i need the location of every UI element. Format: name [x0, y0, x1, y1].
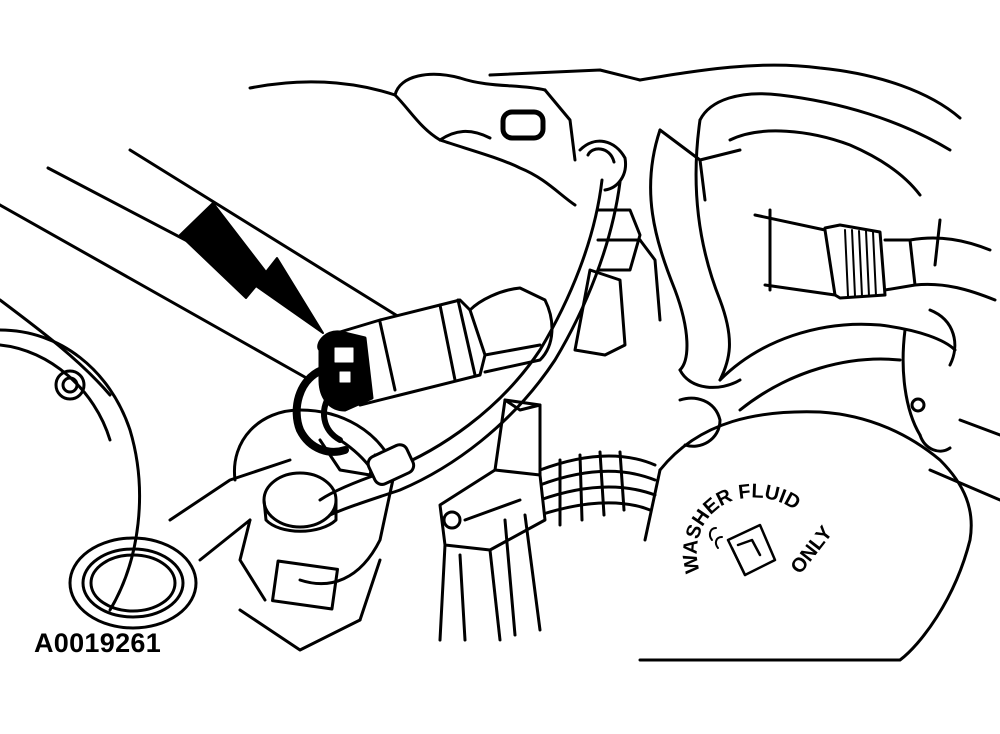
washer-symbol-icon [708, 523, 777, 577]
threaded-fitting [753, 208, 997, 302]
coolant-hose [678, 308, 957, 453]
center-bracket [573, 238, 662, 357]
callout-arrow-icon [179, 202, 324, 334]
ring-seal [68, 536, 198, 630]
sensor-connector [317, 286, 554, 412]
upper-body-contours [248, 63, 962, 207]
vacuum-line [318, 139, 642, 517]
lower-bracket [168, 458, 382, 652]
left-housing [0, 328, 142, 612]
washer-reservoir [638, 410, 1000, 662]
decal-only: ONLY [787, 522, 838, 578]
wiring-harness [538, 450, 657, 527]
figure-id-label: A0019261 [34, 628, 162, 658]
right-pipe [649, 92, 952, 389]
harness-connector [438, 398, 547, 642]
cap-component [232, 408, 397, 611]
